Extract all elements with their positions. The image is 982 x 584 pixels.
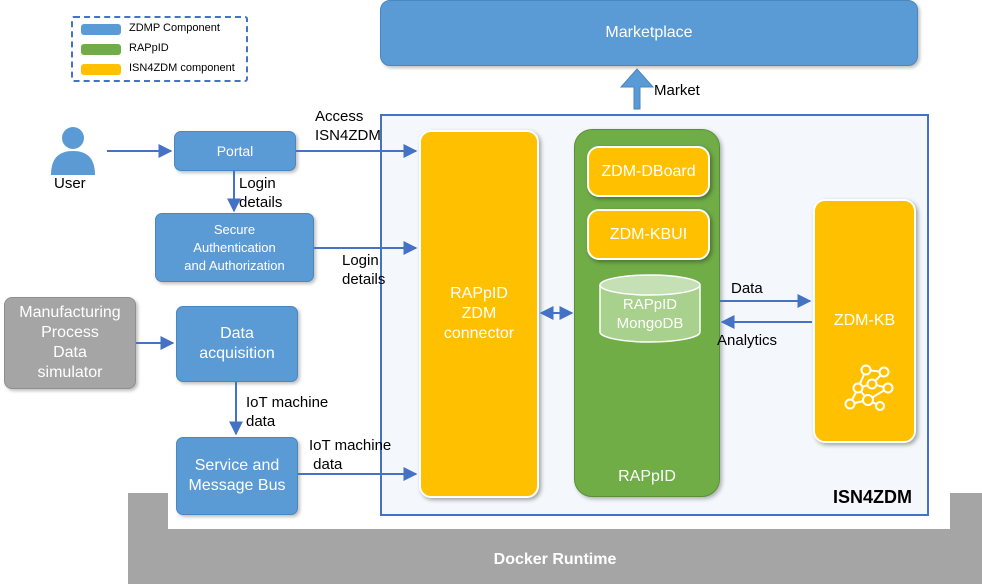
legend-label-isn4zdm: ISN4ZDM component xyxy=(129,62,235,74)
rappid-connector-node: RAPpID ZDM connector xyxy=(419,130,539,498)
edge-label-analytics: Analytics xyxy=(717,332,778,349)
rappid-connector-label: RAPpID ZDM connector xyxy=(443,285,515,342)
zdm-kbui-label: ZDM-KBUI xyxy=(609,225,688,243)
edge-label-iot-2: IoT machine data xyxy=(309,437,392,473)
docker-runtime-label: Docker Runtime xyxy=(493,551,617,568)
market-up-arrow xyxy=(619,68,655,110)
legend-swatch-rappid xyxy=(81,44,121,55)
edge-label-iot-1: IoT machine data xyxy=(246,394,329,430)
legend-swatch-zdmp xyxy=(81,24,121,35)
edge-label-login-details-1: Login details xyxy=(239,175,283,211)
service-bus-node: Service and Message Bus xyxy=(176,437,298,515)
legend-swatch-isn4zdm xyxy=(81,64,121,75)
edge-label-access: Access ISN4ZDM xyxy=(315,108,381,144)
service-bus-label: Service and Message Bus xyxy=(188,457,286,494)
zdm-kb-label: ZDM-KB xyxy=(833,312,896,329)
data-acquisition-label: Data acquisition xyxy=(199,325,275,362)
portal-node: Portal xyxy=(174,131,296,171)
marketplace-node: Marketplace xyxy=(380,0,918,66)
data-acquisition-node: Data acquisition xyxy=(176,306,298,382)
portal-label: Portal xyxy=(216,143,254,159)
legend-label-rappid: RAPpID xyxy=(129,42,169,54)
zdm-dboard-label: ZDM-DBoard xyxy=(601,162,696,180)
manufacturing-simulator-node: Manufacturing Process Data simulator xyxy=(4,297,136,389)
user-icon xyxy=(48,125,98,175)
zdm-dboard-node: ZDM-DBoard xyxy=(587,146,710,197)
rappid-mongodb-text: RAPpID MongoDB xyxy=(616,296,684,332)
secure-auth-node: Secure Authentication and Authorization xyxy=(155,213,314,282)
isn4zdm-label: ISN4ZDM xyxy=(833,487,913,507)
manufacturing-simulator-label: Manufacturing Process Data simulator xyxy=(19,304,121,381)
user-label: User xyxy=(54,175,86,192)
edge-label-login-details-2: Login details xyxy=(342,252,386,288)
edge-label-market: Market xyxy=(654,82,700,99)
edge-label-data: Data xyxy=(731,280,763,297)
rappid-label: RAPpID xyxy=(618,468,676,485)
secure-auth-label: Secure Authentication and Authorization xyxy=(184,221,285,273)
knowledge-graph-icon xyxy=(838,362,896,412)
legend: ZDMP Component RAPpID ISN4ZDM component xyxy=(71,16,248,82)
zdm-kbui-node: ZDM-KBUI xyxy=(587,209,710,260)
rappid-mongodb-label: RAPpID MongoDB xyxy=(598,292,702,336)
rappid-mongodb-cylinder xyxy=(598,274,702,344)
legend-label-zdmp: ZDMP Component xyxy=(129,22,220,34)
marketplace-label: Marketplace xyxy=(605,24,693,41)
